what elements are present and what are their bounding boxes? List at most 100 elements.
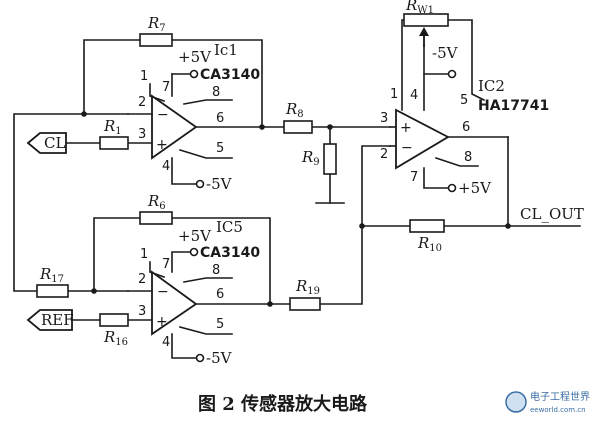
r7-right-wire bbox=[171, 39, 263, 128]
ic5-pin-3: 3 bbox=[138, 304, 146, 319]
ic5-pos-supply-label: +5V bbox=[178, 227, 212, 245]
r6-label: R6 bbox=[147, 192, 166, 212]
ic1-minus-sign: − bbox=[157, 107, 169, 123]
ic2-ref-label: IC2 bbox=[478, 77, 505, 95]
ic5-pin-2: 2 bbox=[138, 272, 146, 287]
resistors bbox=[36, 13, 449, 327]
ref-input-tag bbox=[26, 309, 73, 331]
ref-input-label: REF bbox=[41, 311, 74, 329]
ic2-pin-2: 2 bbox=[380, 147, 388, 162]
resistor-r7 bbox=[139, 33, 173, 47]
cl-input-tag bbox=[26, 132, 67, 154]
resistor-r9 bbox=[323, 143, 337, 175]
resistor-r19 bbox=[289, 297, 321, 311]
wires bbox=[13, 19, 581, 359]
supply-terminals bbox=[189, 69, 457, 363]
ic2-pin8-wire bbox=[434, 156, 479, 167]
ic1-pin-4: 4 bbox=[162, 159, 170, 174]
ic2-pin7-wire bbox=[423, 167, 449, 189]
r9-label: R9 bbox=[301, 148, 320, 168]
ic2-minus-sign: − bbox=[401, 140, 413, 156]
ic1-pin-3: 3 bbox=[138, 127, 146, 142]
potentiometer-rw1 bbox=[403, 13, 449, 27]
ic1-pin-8: 8 bbox=[212, 85, 220, 100]
rw1-label: RW1 bbox=[405, 0, 434, 16]
watermark-site: eeworld.com.cn bbox=[530, 406, 586, 414]
ic5-minus-sign: − bbox=[157, 284, 169, 300]
junction-dot bbox=[81, 111, 87, 117]
rw1-right-wire bbox=[447, 19, 486, 102]
ic2-pin-6: 6 bbox=[462, 120, 470, 135]
resistor-r8 bbox=[283, 120, 313, 134]
watermark-brand: 电子工程世界 bbox=[530, 390, 590, 403]
ic2-pos-supply-label: +5V bbox=[458, 179, 492, 197]
watermark-logo: 电子工程世界 eeworld.com.cn bbox=[505, 390, 590, 414]
junctions bbox=[81, 111, 511, 307]
ic2-plus-sign: + bbox=[400, 120, 412, 136]
ic1-pin1-wire bbox=[149, 83, 166, 103]
ic1-pin-2: 2 bbox=[138, 95, 146, 110]
ic5-plus-sign: + bbox=[156, 314, 168, 330]
ic2-neg-supply-terminal bbox=[447, 69, 457, 79]
ic5-pin1-wire bbox=[149, 261, 166, 279]
ic5-neg-supply-terminal bbox=[195, 353, 205, 363]
rw1-wiper-arrow-icon bbox=[419, 27, 429, 36]
resistor-r16 bbox=[99, 313, 129, 327]
resistor-r6 bbox=[139, 211, 173, 225]
r8-label: R8 bbox=[285, 100, 304, 120]
ic1-neg-supply-terminal bbox=[195, 179, 205, 189]
ic1-pos-supply-label: +5V bbox=[178, 48, 212, 66]
ic5-pin-5: 5 bbox=[216, 317, 224, 332]
ic1-pin-7: 7 bbox=[162, 80, 170, 95]
ic5-pin4-wire bbox=[171, 333, 197, 359]
rw1-left-wire bbox=[401, 19, 405, 111]
left-bus-wire bbox=[13, 113, 85, 292]
r6-right-wire bbox=[171, 217, 271, 305]
ic5-pin5-wire bbox=[179, 326, 233, 335]
opamp-ic1 bbox=[151, 94, 198, 160]
junction-dot bbox=[505, 223, 511, 229]
ic1-pin-6: 6 bbox=[216, 111, 224, 126]
ic5-pin-7: 7 bbox=[162, 257, 170, 272]
cl-out-label: CL_OUT bbox=[520, 205, 584, 223]
junction-dot bbox=[267, 301, 273, 307]
junction-dot bbox=[327, 124, 333, 130]
resistor-r10 bbox=[409, 219, 445, 233]
ic1-pin8-wire bbox=[183, 99, 233, 105]
opamp-ic5 bbox=[151, 270, 198, 336]
r16-label: R16 bbox=[103, 328, 128, 348]
opamp-ic2 bbox=[395, 108, 450, 170]
ic5-pin-1: 1 bbox=[140, 247, 148, 262]
r6-left-wire bbox=[93, 217, 141, 292]
ic2-pin-4: 4 bbox=[410, 88, 418, 103]
ic1-neg-supply-label: -5V bbox=[206, 175, 233, 193]
ic5-pin8-wire bbox=[183, 277, 233, 283]
r7-left-wire bbox=[83, 39, 141, 115]
ic5-pin-8: 8 bbox=[212, 263, 220, 278]
ic2-pin-5: 5 bbox=[460, 93, 468, 108]
r7-label: R7 bbox=[147, 14, 166, 34]
ic2-neg-supply-label: -5V bbox=[432, 44, 459, 62]
ic5-pin-6: 6 bbox=[216, 287, 224, 302]
ic1-pin5-wire bbox=[179, 149, 233, 159]
ic5-pos-supply-terminal bbox=[189, 247, 199, 257]
ic5-pin7-wire bbox=[171, 251, 191, 273]
ic1-part-label: CA3140 bbox=[200, 67, 260, 83]
ic5-pin-4: 4 bbox=[162, 335, 170, 350]
r17-label: R17 bbox=[39, 265, 64, 285]
ic2-part-label: HA17741 bbox=[478, 98, 549, 114]
ic2-pos-supply-terminal bbox=[447, 183, 457, 193]
ic1-pin-5: 5 bbox=[216, 141, 224, 156]
junction-dot bbox=[259, 124, 265, 130]
ic2-pin-3: 3 bbox=[380, 111, 388, 126]
ic2-pin-1: 1 bbox=[390, 87, 398, 102]
ic5-part-label: CA3140 bbox=[200, 245, 260, 261]
junction-dot bbox=[359, 223, 365, 229]
ic1-pin-1: 1 bbox=[140, 69, 148, 84]
r19-label: R19 bbox=[295, 277, 320, 297]
ic5-ref-label: IC5 bbox=[216, 218, 243, 236]
ic5-neg-supply-label: -5V bbox=[206, 349, 233, 367]
ic2-pin-7: 7 bbox=[410, 170, 418, 185]
